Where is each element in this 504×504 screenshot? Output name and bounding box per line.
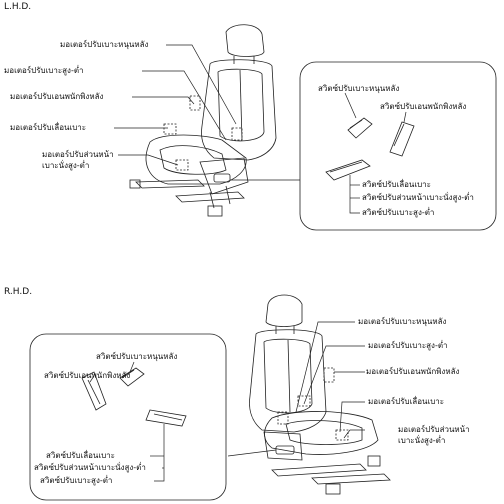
lhd-leader-lines	[114, 44, 300, 181]
rhd-lumbar-motor-label: มอเตอร์ปรับเอนพนักพิงหลัง	[366, 367, 460, 376]
lhd-front-height-switch-label: สวิตซ์ปรับส่วนหน้าเบาะนั่งสูง-ต่ำ	[362, 193, 474, 202]
lhd-slide-switch-label: สวิตซ์ปรับเลื่อนเบาะ	[362, 180, 431, 189]
rhd-front-height-motor-label-line2: เบาะนั่งสูง-ต่ำ	[398, 436, 446, 445]
lhd-recline-switch-label: สวิตซ์ปรับเบาะหนุนหลัง	[318, 84, 400, 93]
lhd-lumbar-motor-label: มอเตอร์ปรับเอนพนักพิงหลัง	[10, 92, 104, 101]
lhd-switches	[325, 92, 415, 214]
lhd-front-height-motor-label-line2: เบาะนั่งสูง-ต่ำ	[42, 161, 90, 170]
rhd-recline-motor-label: มอเตอร์ปรับเบาะหนุนหลัง	[358, 317, 447, 326]
lhd-front-height-motor-label-line1: มอเตอร์ปรับส่วนหน้า	[42, 150, 114, 159]
rhd-title: R.H.D.	[4, 287, 33, 297]
rhd-lumbar-switch-label: สวิตซ์ปรับเอนพนักพิงหลัง	[44, 371, 131, 380]
rhd-switch-callout-box	[29, 333, 227, 501]
rhd-slide-motor-label: มอเตอร์ปรับเลื่อนเบาะ	[368, 397, 445, 406]
lhd-seat	[129, 24, 277, 217]
rhd-front-height-motor-label-line1: มอเตอร์ปรับส่วนหน้า	[398, 425, 470, 434]
rhd-seat	[249, 294, 391, 495]
lhd-recline-motor-label: มอเตอร์ปรับเบาะหนุนหลัง	[60, 40, 149, 49]
lhd-switch-callout-box	[299, 61, 497, 231]
rhd-front-height-switch-label: สวิตซ์ปรับส่วนหน้าเบาะนั่งสูง-ต่ำ	[34, 463, 146, 472]
rhd-recline-switch-label: สวิตซ์ปรับเบาะหนุนหลัง	[96, 352, 178, 361]
lhd-slide-motor-label: มอเตอร์ปรับเลื่อนเบาะ	[10, 123, 87, 132]
rhd-height-motor-label: มอเตอร์ปรับเบาะสูง-ต่ำ	[368, 341, 448, 350]
rhd-slide-switch-label: สวิตซ์ปรับเลื่อนเบาะ	[46, 451, 115, 460]
lhd-height-switch-label: สวิตซ์ปรับเบาะสูง-ต่ำ	[362, 208, 435, 217]
lhd-lumbar-switch-label: สวิตซ์ปรับเอนพนักพิงหลัง	[380, 102, 467, 111]
rhd-height-switch-label: สวิตซ์ปรับเบาะสูง-ต่ำ	[40, 476, 113, 485]
lhd-title: L.H.D.	[4, 2, 32, 12]
rhd-switches	[81, 361, 187, 482]
lhd-height-motor-label: มอเตอร์ปรับเบาะสูง-ต่ำ	[4, 66, 84, 75]
rhd-leader-lines	[227, 321, 365, 457]
